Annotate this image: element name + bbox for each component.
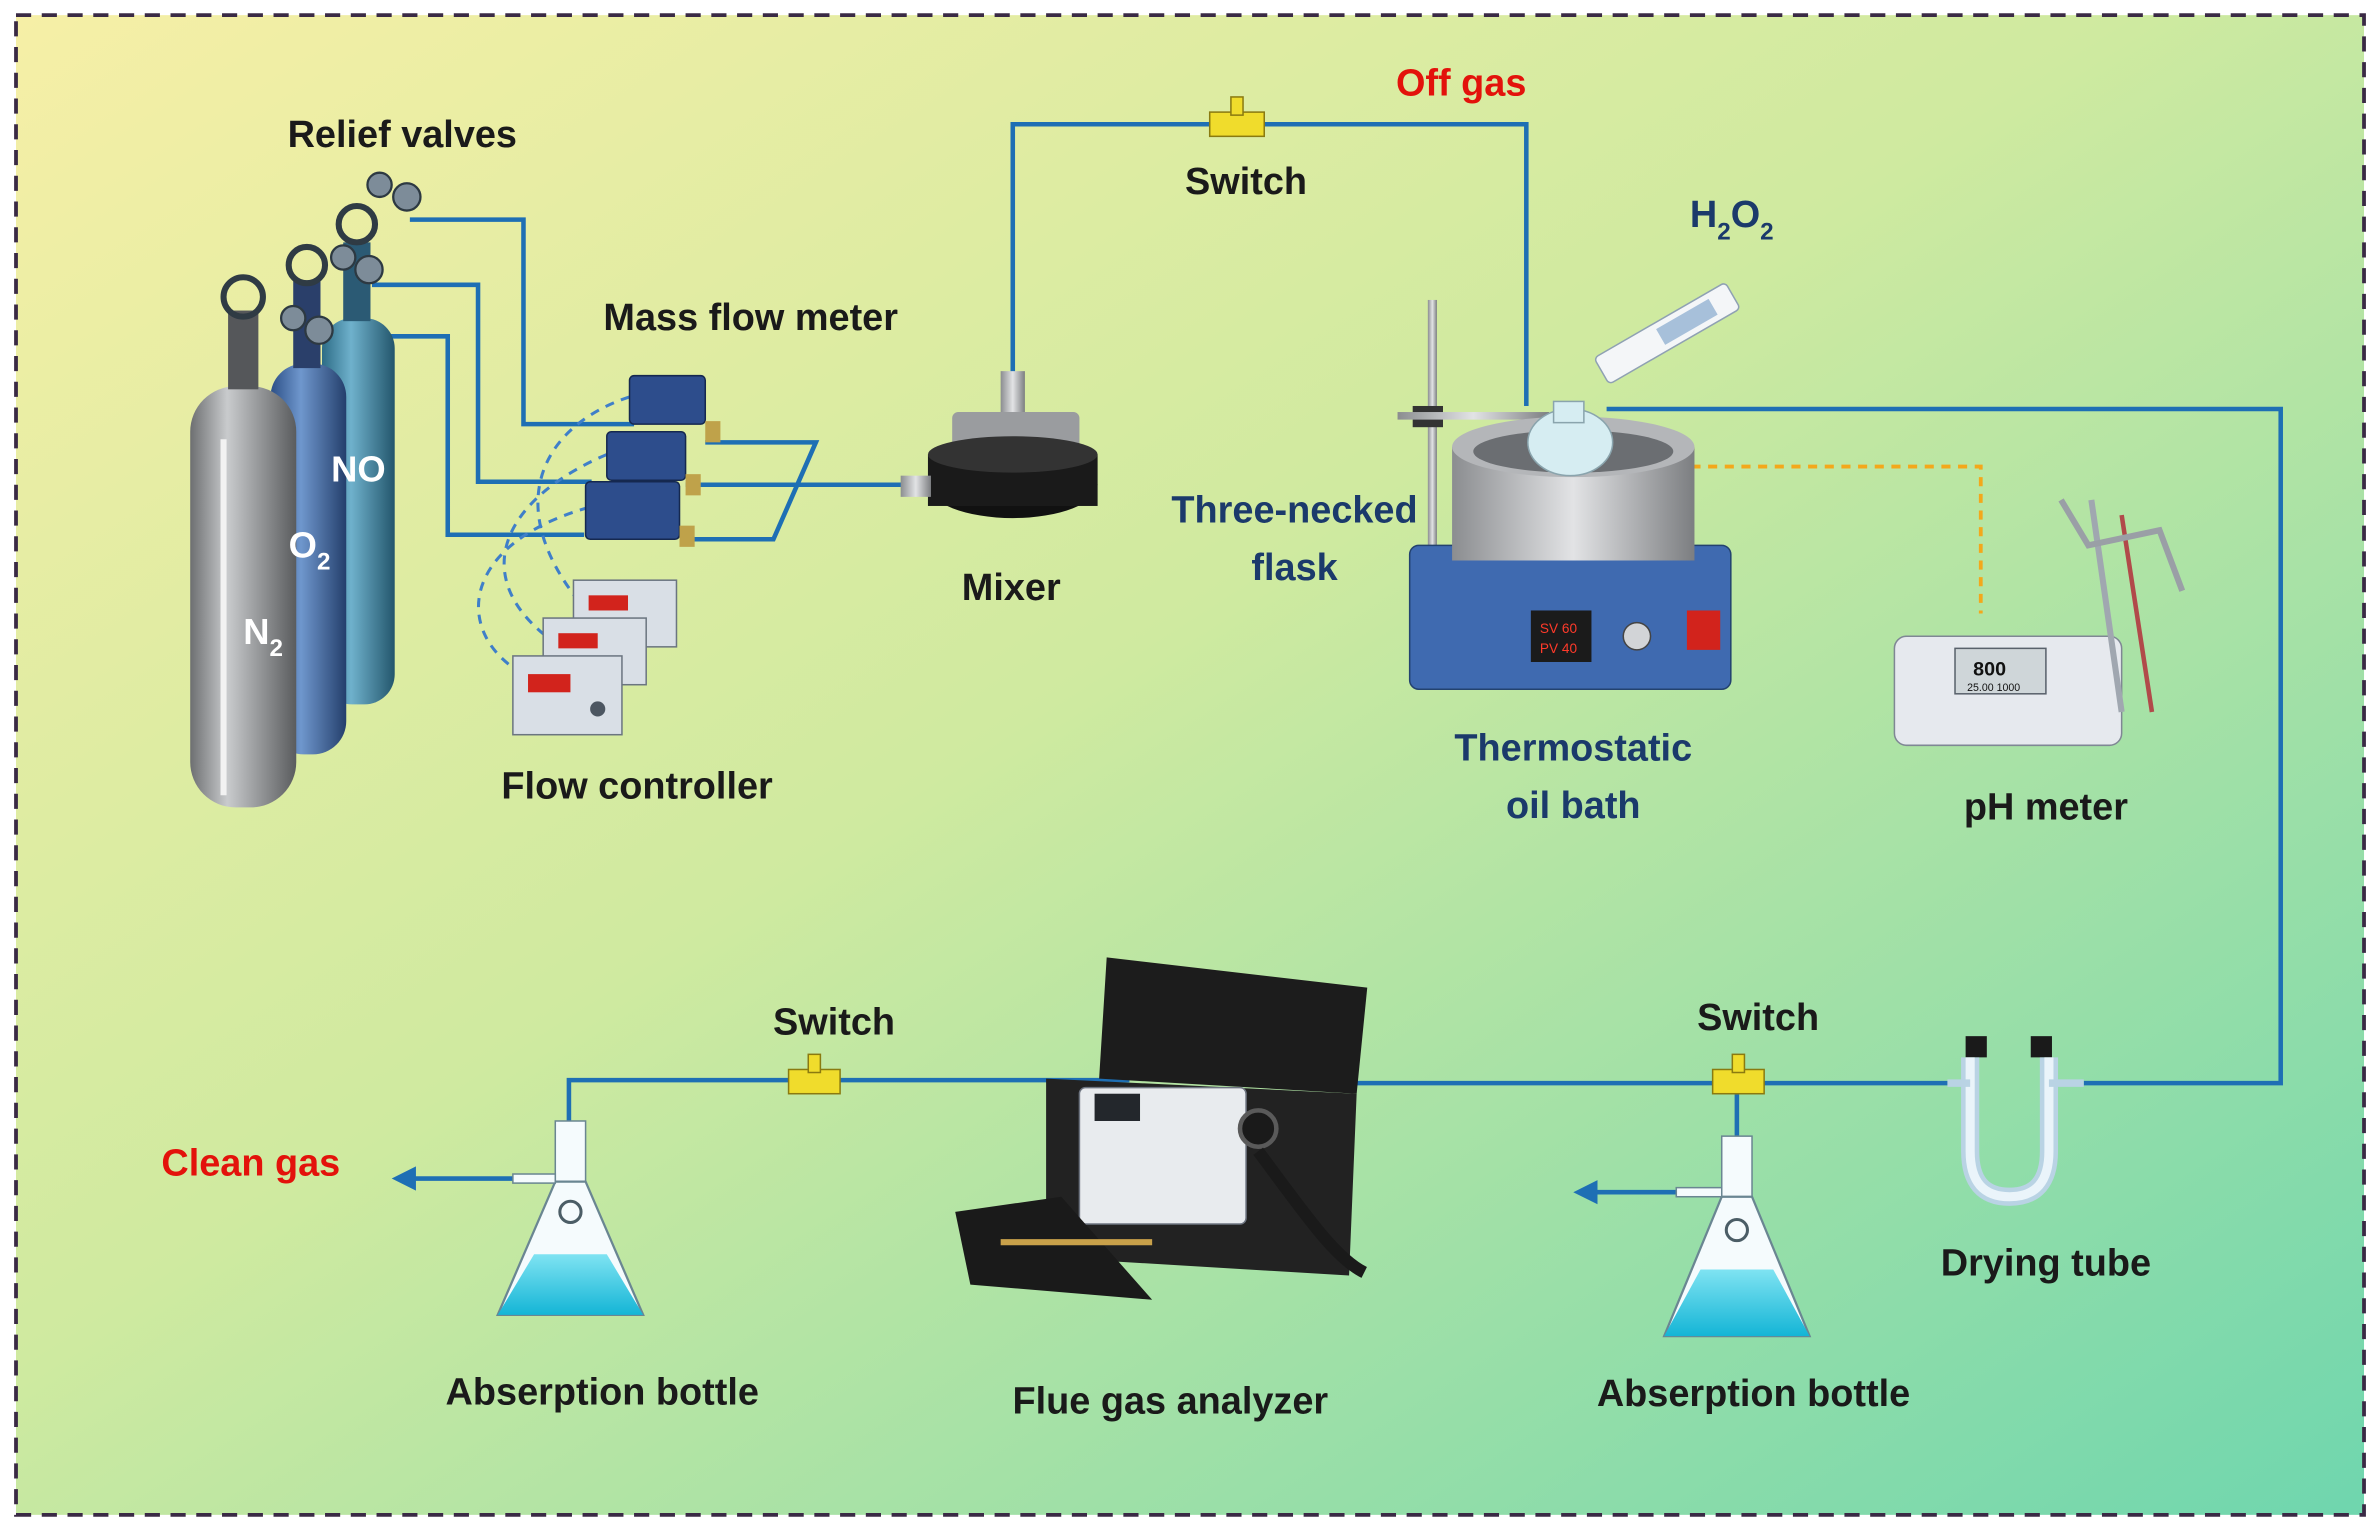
flow-controller-label: Flow controller [501, 765, 773, 807]
gas-cylinders: NO O2 N2 [190, 171, 422, 808]
mixer-label: Mixer [962, 567, 1061, 609]
flue-gas-analyzer-label: Flue gas analyzer [1013, 1380, 1329, 1422]
absorption-bottle-right-label: Abserption bottle [1597, 1373, 1910, 1415]
thermostatic-oil-bath-label-line2: oil bath [1506, 785, 1641, 827]
no-cylinder-label: NO [331, 449, 386, 490]
switch-bottom-left [787, 1053, 841, 1095]
n2-cylinder [190, 274, 297, 808]
ph-probe-line [1591, 464, 1983, 614]
mass-flow-meters [584, 374, 721, 547]
three-necked-flask-label-line2: flask [1251, 547, 1338, 589]
n2-cylinder-label: N2 [243, 611, 283, 662]
switch-bottom-right-label: Switch [1697, 997, 1819, 1039]
ph-meter: 800 25.00 1000 [1893, 498, 2186, 747]
relief-valve-regulators [279, 171, 422, 346]
switch-top-label: Switch [1185, 161, 1307, 203]
mixer [900, 371, 1098, 519]
drying-tube-label: Drying tube [1941, 1243, 2151, 1285]
h2o2-dropper [1594, 283, 1740, 384]
off-gas-label: Off gas [1396, 62, 1526, 104]
thermostatic-oil-bath: SV 60 PV 40 [1397, 299, 1732, 691]
mass-flow-meter-label: Mass flow meter [603, 297, 898, 339]
ph-meter-label: pH meter [1964, 787, 2128, 829]
switch-bottom-left-label: Switch [773, 1002, 895, 1044]
switch-bottom-right [1711, 1053, 1765, 1095]
relief-valves-label: Relief valves [288, 114, 517, 156]
flue-gas-analyzer [955, 957, 1368, 1300]
clean-gas-label: Clean gas [161, 1143, 340, 1185]
h2o2-label: H2O2 [1690, 194, 1774, 245]
drying-tube [1947, 1036, 2084, 1206]
oil-bath-sv-readout: SV 60 [1540, 621, 1578, 636]
thermostatic-oil-bath-label-line1: Thermostatic [1454, 727, 1692, 769]
ph-display-sub: 25.00 1000 [1967, 682, 2020, 694]
absorption-bottle-right [1662, 1135, 1812, 1338]
oil-bath-pv-readout: PV 40 [1540, 641, 1578, 656]
exhaust-arrows [391, 1166, 1680, 1205]
absorption-bottle-left [495, 1120, 645, 1317]
three-necked-flask-label-line1: Three-necked [1171, 490, 1417, 532]
ph-display-value: 800 [1973, 659, 2006, 681]
absorption-bottle-left-label: Abserption bottle [446, 1371, 759, 1413]
o2-cylinder-label: O2 [289, 524, 331, 575]
controller-signal-lines [477, 395, 630, 676]
gas-pipes [326, 121, 2283, 1140]
switch-top [1208, 96, 1265, 138]
flow-controllers [512, 579, 678, 736]
